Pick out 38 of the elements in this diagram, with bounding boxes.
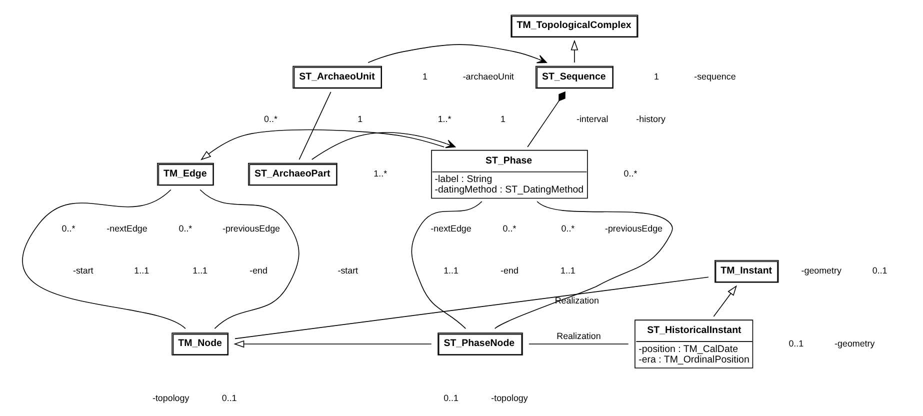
edge-label: Realization [556, 330, 600, 341]
label: 0..* [502, 223, 516, 234]
label: 0..* [264, 114, 277, 124]
label: -geometry [834, 338, 874, 348]
label: -previousEdge [604, 223, 662, 234]
label: 1..1 [192, 266, 208, 276]
label: 0..1 [443, 393, 458, 404]
label: -interval [576, 114, 608, 124]
label: -archaeoUnit [462, 72, 514, 82]
label: -end [500, 266, 518, 276]
label: -nextEdge [106, 223, 147, 234]
label: 1..1 [443, 266, 458, 276]
label: -nextEdge [430, 223, 471, 234]
label: 0..1 [872, 266, 887, 276]
label: -end [249, 266, 267, 276]
label: -previousEdge [222, 223, 280, 234]
label: 0..1 [221, 393, 236, 404]
label: -geometry [800, 266, 841, 276]
label: 1..1 [134, 266, 149, 276]
edge-label: Realization [554, 296, 598, 306]
label: 0..* [178, 223, 192, 234]
label: -start [337, 266, 358, 276]
label: 0..* [560, 223, 574, 234]
label: 1 [654, 72, 658, 82]
label: 1 [500, 114, 505, 124]
label: 1..1 [560, 266, 575, 276]
label: -start [72, 266, 93, 276]
label: -topology [152, 393, 189, 404]
label: 0..* [61, 223, 75, 234]
label: 1..* [437, 114, 451, 124]
label: 0..1 [788, 338, 804, 348]
label: -sequence [694, 72, 736, 82]
label: 1 [422, 72, 428, 82]
label: 1 [357, 114, 362, 124]
label: -history [636, 114, 665, 124]
label: 0..* [623, 168, 637, 179]
label: 1..* [373, 168, 387, 179]
label: -topology [490, 393, 528, 404]
